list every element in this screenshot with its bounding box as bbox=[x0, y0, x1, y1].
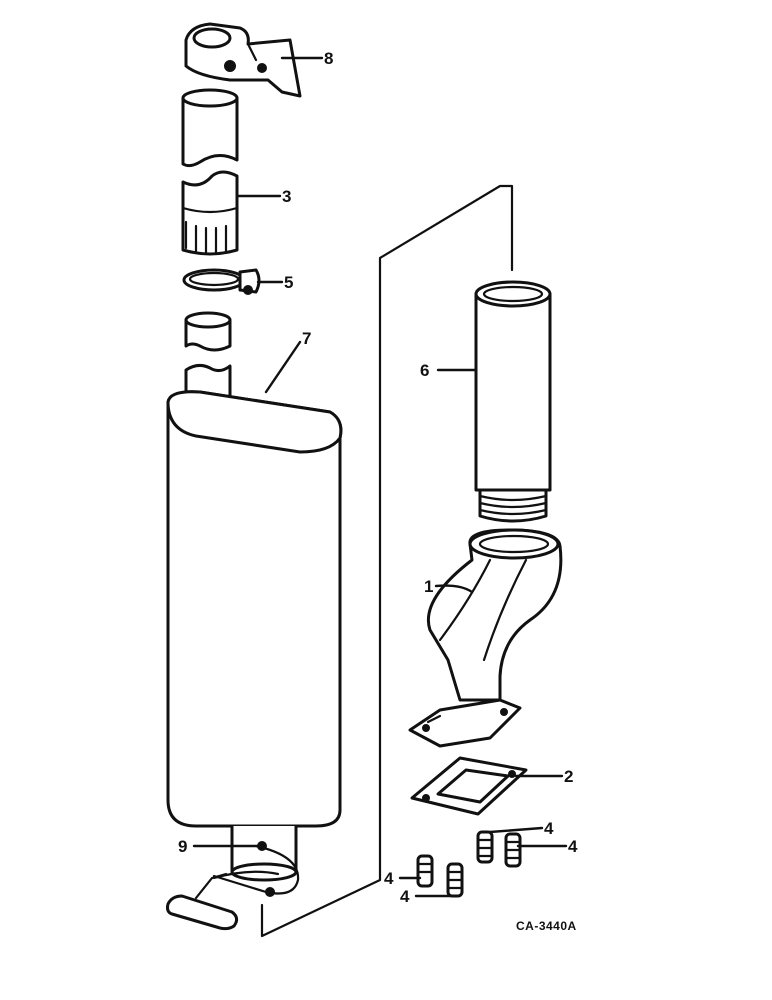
callout-4d: 4 bbox=[400, 887, 410, 906]
callout-2: 2 bbox=[564, 767, 573, 786]
callout-7: 7 bbox=[302, 329, 311, 348]
clamp-part bbox=[182, 268, 261, 295]
muffler-part bbox=[166, 311, 343, 882]
callout-4c: 4 bbox=[384, 869, 394, 888]
leader-7 bbox=[264, 340, 302, 394]
tail-pipe-part bbox=[181, 88, 239, 256]
stud-part-4 bbox=[446, 862, 464, 898]
gasket-part bbox=[410, 756, 528, 816]
hanger-part bbox=[166, 841, 300, 931]
callout-8: 8 bbox=[324, 49, 333, 68]
stud-part-2 bbox=[504, 832, 522, 868]
callout-6: 6 bbox=[420, 361, 429, 380]
leader-4a bbox=[488, 826, 544, 834]
drawing-code: CA-3440A bbox=[516, 919, 577, 933]
callout-1: 1 bbox=[424, 577, 433, 596]
leader-1 bbox=[434, 584, 474, 594]
extension-pipe-part bbox=[474, 280, 552, 523]
callout-3: 3 bbox=[282, 187, 291, 206]
stud-part-3 bbox=[416, 854, 434, 888]
assembly-group-outline bbox=[260, 184, 514, 938]
callout-4b: 4 bbox=[568, 837, 578, 856]
callout-9: 9 bbox=[178, 837, 187, 856]
rain-cap-part bbox=[184, 22, 302, 98]
callout-4a: 4 bbox=[544, 819, 554, 838]
elbow-part bbox=[408, 528, 563, 748]
stud-part-1 bbox=[476, 830, 494, 864]
callout-5: 5 bbox=[284, 273, 293, 292]
